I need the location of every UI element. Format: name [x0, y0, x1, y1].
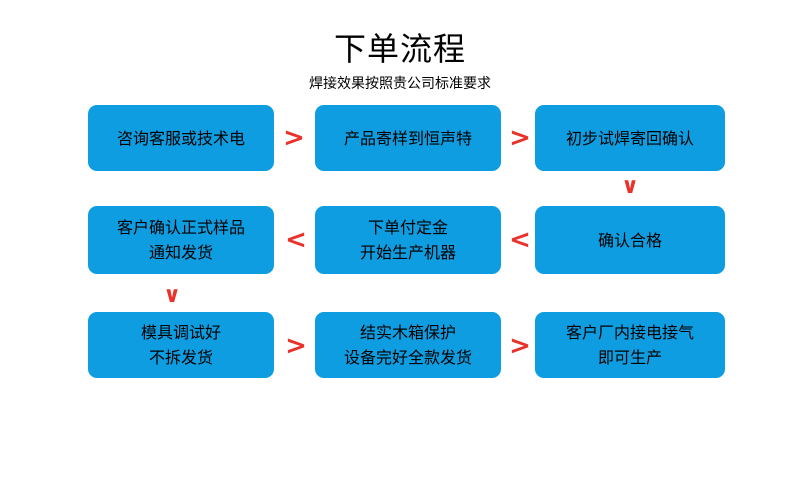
flow-box-line: 下单付定金 — [367, 218, 448, 237]
flow-box-r2c1[interactable]: 客户确认正式样品 通知发货 — [88, 206, 274, 274]
arrow-left-icon: < — [285, 225, 307, 255]
flow-box-r1c3[interactable]: 初步试焊寄回确认 — [535, 105, 725, 171]
flow-box-r3c1[interactable]: 模具调试好 不拆发货 — [88, 312, 274, 378]
arrow-down-icon: ∨ — [621, 174, 639, 199]
arrow-right-icon: > — [283, 123, 305, 153]
flow-box-line: 模具调试好 — [140, 323, 221, 342]
flow-box-r1c1[interactable]: 咨询客服或技术电 — [88, 105, 274, 171]
arrow-left-icon: < — [509, 225, 531, 255]
flow-box-r3c3[interactable]: 客户厂内接电接气 即可生产 — [535, 312, 725, 378]
flow-box-line: 产品寄样到恒声特 — [343, 128, 472, 148]
arrow-right-icon: > — [285, 331, 307, 361]
arrow-right-icon: > — [509, 331, 531, 361]
arrow-right-icon: > — [509, 123, 531, 153]
flow-box-r2c3[interactable]: 确认合格 — [535, 206, 725, 274]
page-title: 下单流程 — [333, 30, 466, 68]
flow-box-line: 咨询客服或技术电 — [116, 128, 245, 148]
flow-box-line: 客户确认正式样品 — [116, 218, 245, 237]
flow-box-line: 通知发货 — [148, 243, 213, 262]
flow-box-line: 客户厂内接电接气 — [565, 323, 694, 342]
arrow-down-icon: ∨ — [163, 283, 181, 308]
flow-box-r2c2[interactable]: 下单付定金 开始生产机器 — [315, 206, 501, 274]
flow-box-r3c2[interactable]: 结实木箱保护 设备完好全款发货 — [315, 312, 501, 378]
flow-box-line: 不拆发货 — [148, 348, 213, 367]
flow-box-line: 即可生产 — [597, 348, 662, 367]
flow-box-line: 确认合格 — [597, 230, 662, 250]
page-subtitle: 焊接效果按照贵公司标准要求 — [309, 76, 491, 92]
flow-box-r1c2[interactable]: 产品寄样到恒声特 — [315, 105, 501, 171]
flow-box-line: 初步试焊寄回确认 — [565, 128, 694, 148]
flow-box-line: 设备完好全款发货 — [343, 348, 472, 367]
flow-box-line: 结实木箱保护 — [359, 323, 456, 342]
flow-box-line: 开始生产机器 — [359, 243, 456, 262]
